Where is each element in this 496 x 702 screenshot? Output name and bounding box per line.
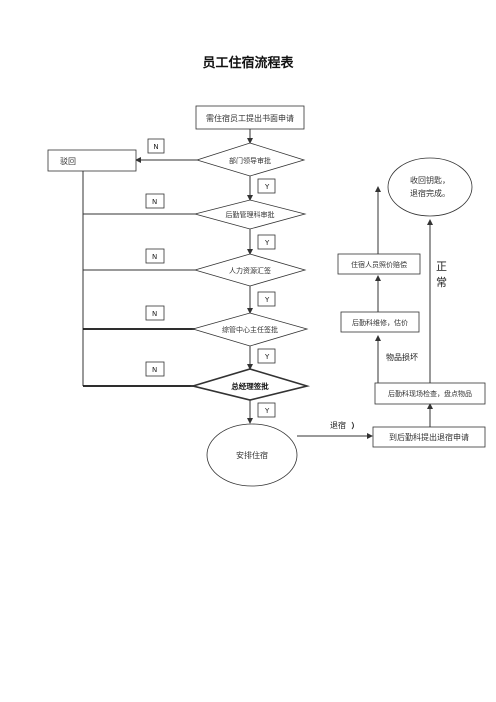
- node-apply: 需住宿员工提出书面申请: [195, 105, 305, 130]
- tag-y-4: Y: [257, 348, 276, 364]
- node-repair: 后勤科维修，估价: [340, 311, 420, 333]
- tag-n-2: N: [145, 193, 165, 209]
- node-checkout-apply-label: 到后勤科提出退宿申请: [389, 432, 469, 442]
- svg-text:Y: Y: [264, 407, 270, 415]
- node-inspect: 后勤科现场检查，盘点物品: [374, 382, 486, 405]
- node-inspect-label: 后勤科现场检查，盘点物品: [388, 389, 472, 398]
- node-dept-approve-label: 部门领导审批: [229, 156, 271, 165]
- tag-n-5: N: [145, 361, 165, 377]
- node-reject-label: 驳回: [60, 157, 76, 166]
- node-logistics-approve-label: 后勤管理科审批: [226, 210, 275, 219]
- node-compensate: 住宿人员照价赔偿: [337, 253, 421, 275]
- node-checkout-apply: 到后勤科提出退宿申请: [372, 426, 486, 448]
- page-title: 员工住宿流程表: [202, 56, 294, 71]
- node-reject: 驳回: [47, 149, 137, 172]
- node-done-label-1: 收回钥匙，: [410, 175, 450, 185]
- svg-text:N: N: [152, 310, 157, 318]
- svg-text:Y: Y: [264, 353, 270, 361]
- node-gm-sign: 总经理签批: [189, 368, 311, 401]
- label-normal-1: 正: [436, 260, 447, 273]
- tag-y-5: Y: [257, 402, 276, 418]
- node-gm-sign-label: 总经理签批: [231, 381, 269, 391]
- svg-text:N: N: [152, 366, 157, 374]
- svg-text:Y: Y: [264, 183, 270, 191]
- label-normal-2: 常: [436, 276, 447, 289]
- svg-text:N: N: [152, 253, 157, 261]
- tag-n-3: N: [145, 248, 165, 264]
- label-damaged: 物品损坏: [386, 352, 418, 362]
- tag-y-2: Y: [257, 234, 276, 250]
- tag-n-4: N: [145, 305, 165, 321]
- svg-text:Y: Y: [264, 239, 270, 247]
- node-repair-label: 后勤科维修，估价: [352, 318, 408, 327]
- tag-y-3: Y: [257, 291, 276, 307]
- label-checkout: 退宿: [330, 420, 346, 430]
- node-hr-summary-label: 人力资源汇签: [229, 266, 271, 275]
- checkout-cursor-mark: [351, 421, 354, 430]
- node-apply-label: 需住宿员工提出书面申请: [206, 113, 294, 123]
- node-arrange-label: 安排住宿: [236, 450, 268, 460]
- node-general-mgmt-sign: 综管中心主任签批: [191, 312, 309, 347]
- tag-y-1: Y: [257, 178, 276, 194]
- node-done: 收回钥匙， 退宿完成。: [387, 157, 473, 217]
- tag-n-1: N: [147, 138, 165, 154]
- node-logistics-approve: 后勤管理科审批: [193, 199, 307, 230]
- node-arrange: 安排住宿: [206, 423, 298, 487]
- node-done-label-2: 退宿完成。: [410, 188, 450, 198]
- svg-text:N: N: [153, 143, 158, 151]
- svg-text:Y: Y: [264, 296, 270, 304]
- node-general-mgmt-sign-label: 综管中心主任签批: [222, 325, 278, 334]
- node-dept-approve: 部门领导审批: [195, 142, 306, 177]
- node-compensate-label: 住宿人员照价赔偿: [351, 260, 407, 269]
- svg-text:N: N: [152, 198, 157, 206]
- node-hr-summary: 人力资源汇签: [193, 253, 307, 287]
